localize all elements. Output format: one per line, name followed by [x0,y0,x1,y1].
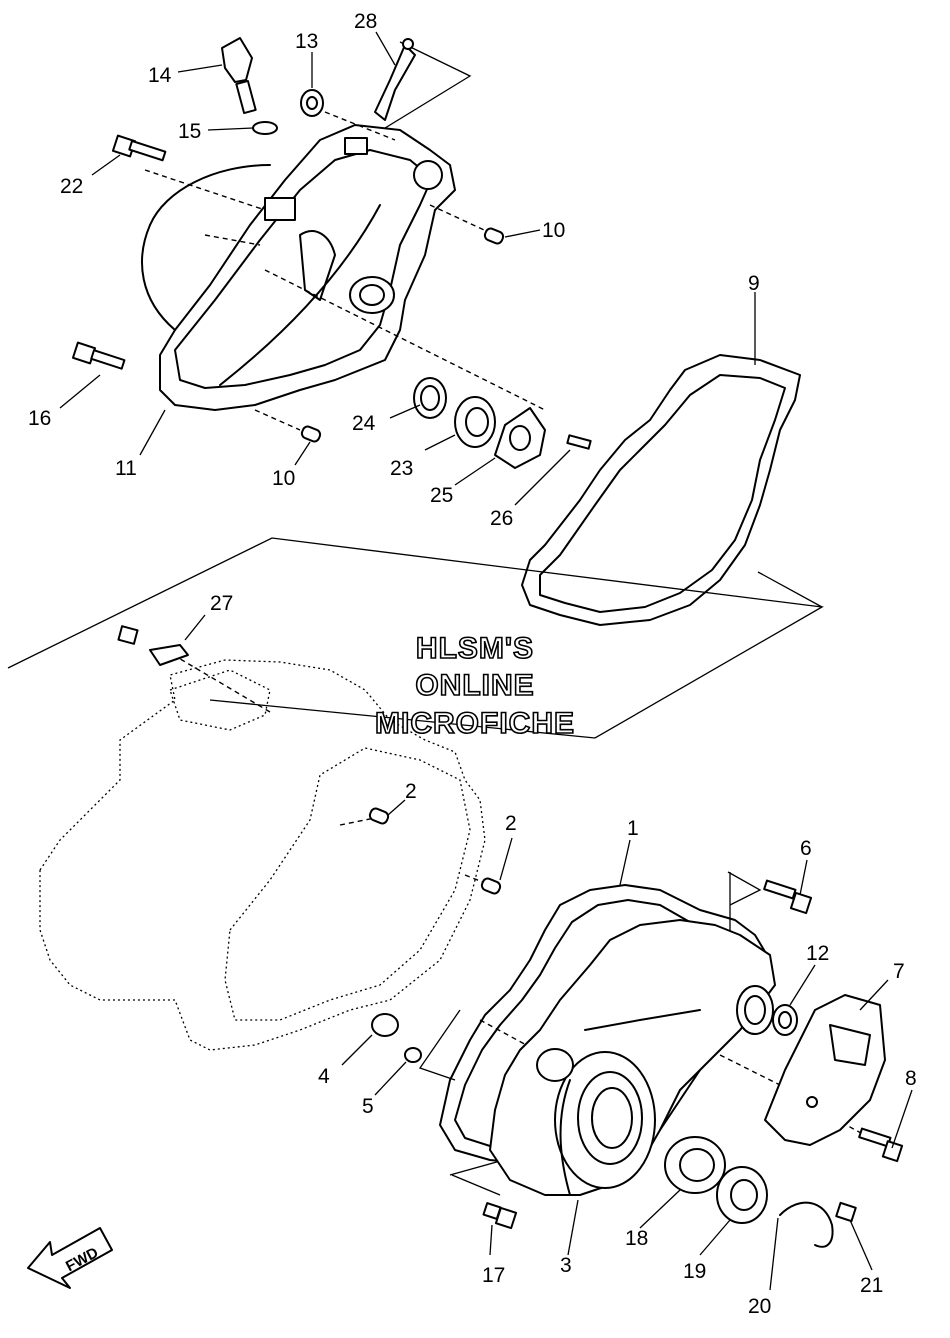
callout-5: 5 [362,1095,374,1118]
callout-22: 22 [60,175,83,198]
crankcase-cover-3 [489,919,776,1196]
guard-7 [764,994,886,1146]
callout-6: 6 [800,837,812,860]
callout-13: 13 [295,30,318,53]
callout-26: 26 [490,507,513,530]
callout-17: 17 [482,1264,505,1287]
callout-2-upper: 2 [405,780,417,803]
callout-1: 1 [627,817,639,840]
crankcase-cover-11 [141,124,456,411]
callout-10-upper: 10 [542,219,565,242]
callout-18: 18 [625,1227,648,1250]
callout-8: 8 [905,1067,917,1090]
callout-2-lower: 2 [505,812,517,835]
watermark-line-3: MICROFICHE [375,707,575,740]
reference-frames [7,41,825,1196]
callout-7: 7 [893,960,905,983]
callout-3: 3 [560,1254,572,1277]
watermark-line-1: HLSM'S [416,632,534,665]
callout-labels: 14 15 13 28 22 10 9 16 11 10 24 23 25 26… [28,10,917,1318]
callout-4: 4 [318,1065,330,1088]
callout-20: 20 [748,1295,771,1318]
callout-24: 24 [352,412,376,435]
callout-14: 14 [148,64,172,87]
callout-9: 9 [748,272,760,295]
callout-27: 27 [210,592,233,615]
callout-11: 11 [115,457,137,480]
small-parts [71,37,904,1248]
watermark: HLSM'S ONLINE MICROFICHE [374,631,575,741]
callout-28: 28 [354,10,377,33]
callout-10-lower: 10 [272,467,295,490]
leader-lines [59,31,913,1291]
watermark-line-2: ONLINE [415,669,534,702]
callout-19: 19 [683,1260,706,1283]
gasket-9 [521,354,801,626]
callout-15: 15 [178,120,201,143]
callout-16: 16 [28,407,51,430]
callout-25: 25 [430,484,453,507]
callout-21: 21 [860,1274,883,1297]
callout-23: 23 [390,457,413,480]
callout-12: 12 [806,942,829,965]
fwd-arrow: FWD [27,1227,113,1289]
